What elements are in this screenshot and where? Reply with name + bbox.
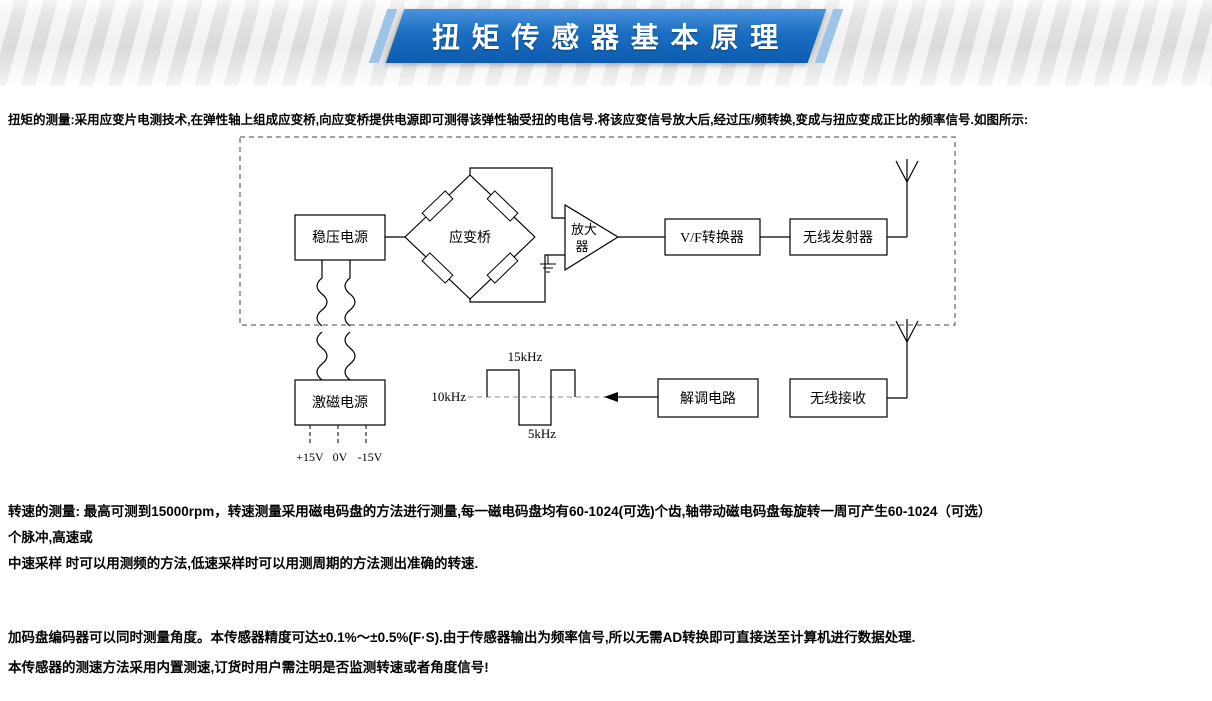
page-title: 扭 矩 传 感 器 基 本 原 理 (431, 22, 781, 53)
wireless-transmitter-block: 无线发射器 (789, 218, 888, 256)
regulated-power-block: 稳压电源 (294, 214, 386, 261)
fsk-waveform: 15kHz 10kHz 5kHz (431, 349, 632, 441)
svg-text:放大: 放大 (571, 222, 597, 237)
vf-converter-block: V/F转换器 (664, 218, 761, 256)
ground-icon (540, 255, 556, 273)
title-banner: 扭 矩 传 感 器 基 本 原 理 (368, 9, 844, 63)
svg-text:激磁电源: 激磁电源 (312, 394, 368, 411)
intro-paragraph: 扭矩的测量:采用应变片电测技术,在弹性轴上组成应变桥,向应变桥提供电源即可测得该… (8, 112, 1208, 129)
svg-text:V/F转换器: V/F转换器 (680, 229, 744, 246)
rail-zero-label: 0V (333, 450, 348, 464)
speed-measurement-paragraph: 转速的测量: 最高可测到15000rpm，转速测量采用磁电码盘的方法进行测量,每… (8, 499, 1208, 577)
freq-low-label: 5kHz (528, 426, 556, 441)
block-diagram: 应变桥 稳压电源 放大 器 V/F转换器 无线发射器 (239, 136, 956, 464)
svg-text:无线发射器: 无线发射器 (803, 230, 873, 246)
diagram-wires (385, 167, 908, 399)
intro-text: 扭矩的测量:采用应变片电测技术,在弹性轴上组成应变桥,向应变桥提供电源即可测得该… (8, 113, 1029, 127)
strain-bridge-label: 应变桥 (449, 229, 491, 246)
freq-mid-label: 10kHz (431, 389, 466, 404)
rail-negative-label: -15V (358, 450, 383, 464)
encoder-line-2: 本传感器的测速方法采用内置测速,订货时用户需注明是否监测转速或者角度信号! (8, 660, 489, 675)
speed-line-1: 转速的测量: 最高可测到15000rpm，转速测量采用磁电码盘的方法进行测量,每… (8, 504, 992, 519)
left-arrow (604, 392, 658, 402)
bridge-resistors (421, 190, 519, 284)
encoder-note-paragraph: 加码盘编码器可以同时测量角度。本传感器精度可达±0.1%～±0.5%(F·S).… (8, 623, 1208, 683)
wireless-receiver-block: 无线接收 (789, 378, 888, 418)
speed-line-2: 个脉冲,高速或 (8, 530, 93, 545)
diagram-dashed-frame (239, 136, 956, 326)
svg-text:器: 器 (575, 239, 588, 254)
excitation-power-block: 激磁电源 (294, 379, 386, 426)
svg-text:稳压电源: 稳压电源 (312, 230, 368, 246)
amplifier-block: 放大 器 (564, 203, 620, 272)
svg-text:解调电路: 解调电路 (680, 391, 736, 407)
freq-high-label: 15kHz (508, 349, 543, 364)
speed-line-3: 中速采样 时可以用测频的方法,低速采样时可以用测周期的方法测出准确的转速. (8, 556, 479, 571)
svg-text:无线接收: 无线接收 (810, 390, 866, 407)
header-band: 扭 矩 传 感 器 基 本 原 理 (0, 0, 1212, 86)
rail-positive-label: +15V (296, 450, 324, 464)
coupling-coils (316, 260, 356, 381)
encoder-line-1: 加码盘编码器可以同时测量角度。本传感器精度可达±0.1%～±0.5%(F·S).… (8, 630, 916, 645)
supply-rails: +15V 0V -15V (296, 425, 383, 464)
tx-antenna-icon (895, 159, 919, 183)
rx-antenna-icon (895, 319, 919, 343)
demodulation-block: 解调电路 (657, 378, 759, 418)
